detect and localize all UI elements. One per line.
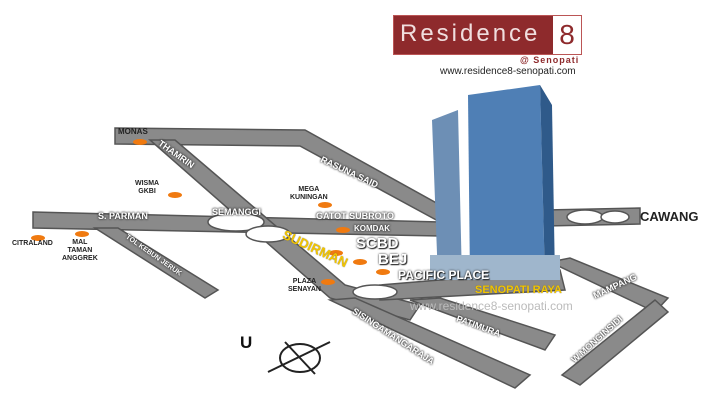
brand-number: 8	[553, 16, 581, 54]
landmark-pacific-place: PACIFIC PLACE	[398, 268, 490, 282]
website-link[interactable]: www.residence8-senopati.com	[440, 66, 576, 77]
watermark: www.residence8-senopati.com	[410, 299, 573, 313]
compass-north-label: U	[240, 333, 253, 352]
landmark-plaza-senayan: PLAZA SENAYAN	[288, 278, 321, 293]
road-label-semanggi: SEMANGGI	[212, 207, 262, 217]
landmark-monas: MONAS	[118, 127, 148, 136]
road-label-cawang: CAWANG	[640, 209, 699, 224]
brand-logo: Residence 8	[393, 15, 582, 55]
road-label-s-parman: S. PARMAN	[98, 211, 148, 221]
landmark-citraland: CITRALAND	[12, 240, 53, 247]
landmark-wisma-gkbi: WISMA GKBI	[135, 180, 160, 195]
residence8-towers	[430, 85, 560, 280]
landmark-scbd: SCBD	[356, 235, 399, 252]
road-mampang	[547, 257, 670, 313]
landmark-mal-taman-anggrek: MAL TAMAN ANGGREK	[62, 239, 98, 262]
road-thamrin-sudirman	[148, 139, 422, 321]
road-sisingamangaraja	[327, 297, 532, 389]
brand-subtitle: @ Senopati	[520, 55, 580, 65]
landmark-mega-kuningan: MEGA KUNINGAN	[290, 186, 328, 201]
landmark-bej: BEJ	[378, 251, 408, 268]
compass-icon	[267, 341, 331, 375]
road-monginsidi	[560, 299, 670, 386]
landmark-komdak: KOMDAK	[354, 224, 390, 233]
road-patimura	[409, 297, 557, 351]
road-tol-kebun-jeruk	[92, 227, 220, 299]
brand-name: Residence	[400, 20, 541, 47]
road-label-senopati-raya: SENOPATI RAYA	[475, 284, 562, 296]
road-label-gatot-subroto: GATOT SUBROTO	[316, 211, 395, 221]
landmark-markers	[31, 139, 390, 285]
